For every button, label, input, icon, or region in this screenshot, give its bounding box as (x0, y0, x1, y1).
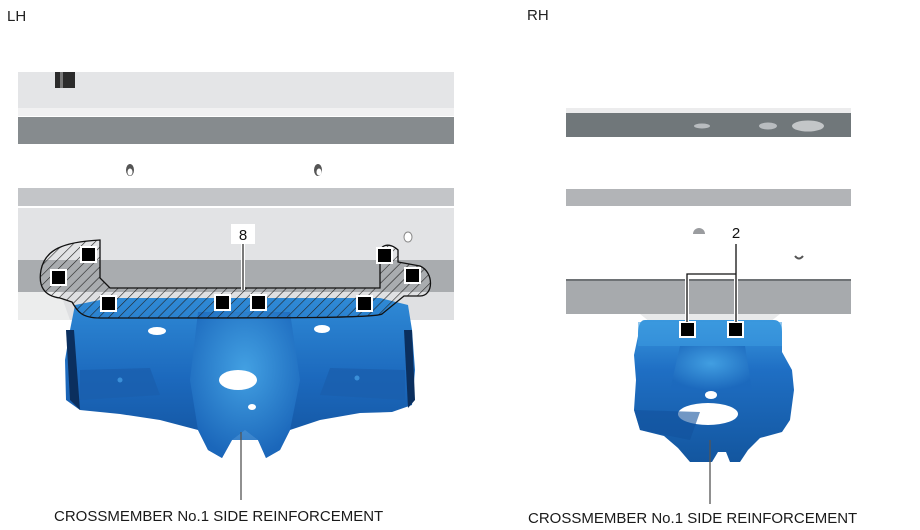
lh-frame-hole (403, 231, 413, 243)
lh-part-center-hole (219, 370, 257, 390)
rh-weld-markers (679, 321, 744, 338)
weld-point-marker (727, 321, 744, 338)
weld-point-marker (404, 267, 421, 284)
rh-side-label: RH (527, 7, 549, 24)
lh-frame-bracket (55, 72, 75, 88)
rh-frame-hole (794, 255, 804, 260)
lh-part-caption: CROSSMEMBER No.1 SIDE REINFORCEMENT (54, 508, 384, 525)
rh-callout: 2 (685, 225, 740, 322)
rh-frame-hole (694, 123, 710, 129)
weld-point-marker (250, 294, 267, 311)
lh-illustration: 8 (18, 72, 454, 500)
rh-frame-lower-rail (566, 189, 851, 206)
lh-side-label: LH (7, 8, 27, 25)
weld-point-marker (356, 295, 373, 312)
lh-part-hole (248, 404, 256, 410)
lh-weld-markers (50, 246, 421, 312)
rh-frame-hole (693, 228, 705, 234)
lh-part-hole (148, 327, 166, 335)
lh-weld-area-hatched (39, 239, 432, 319)
lh-frame-upper-rail (18, 117, 454, 144)
weld-point-marker (100, 295, 117, 312)
lh-part-hole (314, 325, 330, 333)
rh-part-hole (705, 391, 717, 399)
lh-frame-upper-flange (18, 72, 454, 108)
weld-point-marker (50, 269, 67, 286)
weld-point-marker (679, 321, 696, 338)
rh-illustration: 2 (566, 108, 851, 504)
lh-callout-box (231, 224, 255, 244)
weld-point-marker (376, 247, 393, 264)
rh-frame-hole (792, 120, 824, 132)
rh-part-caption: CROSSMEMBER No.1 SIDE REINFORCEMENT (528, 510, 858, 527)
rh-frame-hole (759, 122, 777, 130)
lh-callout-number: 8 (239, 227, 247, 244)
weld-point-marker (214, 294, 231, 311)
lh-callout: 8 (231, 224, 255, 290)
weld-point-marker (80, 246, 97, 263)
lh-frame-lower-rail (18, 188, 454, 206)
rh-frame-mid-band (566, 281, 851, 314)
rh-callout-number: 2 (732, 225, 740, 242)
